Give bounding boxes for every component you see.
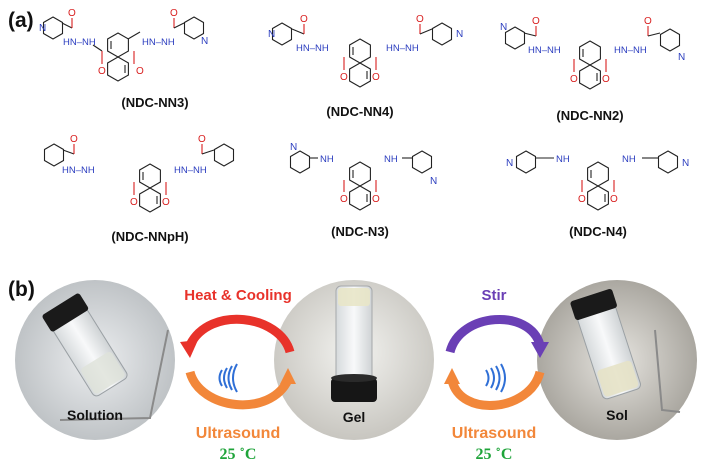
ultrasound-arrow-right — [447, 370, 545, 410]
atom-n: N — [500, 22, 507, 33]
atom-o: O — [602, 74, 610, 85]
structure-ndc-nn2: N O HN–NH O O HN–NH O N — [500, 16, 685, 90]
photo-sol: Sol — [537, 280, 697, 440]
atom-o: O — [198, 134, 206, 145]
atom-hydrazide: HN–NH — [63, 37, 96, 48]
atom-hydrazide: HN–NH — [386, 43, 419, 54]
atom-n: N — [268, 29, 275, 40]
photo-gel: Gel — [274, 280, 434, 440]
structure-ndc-n4: N NH O O NH N — [506, 150, 689, 211]
atom-n: N — [682, 158, 689, 169]
atom-n: N — [456, 29, 463, 40]
atom-o: O — [644, 16, 652, 27]
atom-amide-nh: NH — [622, 154, 636, 165]
atom-hydrazide: HN–NH — [614, 45, 647, 56]
compound-name-ndc-n4: (NDC-N4) — [569, 224, 627, 239]
condition-heat-cooling: Heat & Cooling — [184, 287, 292, 304]
compound-name-ndc-nn3: (NDC-NN3) — [121, 95, 188, 110]
atom-hydrazide: HN–NH — [62, 165, 95, 176]
photo-solution: Solution — [15, 280, 175, 440]
atom-hydrazide: HN–NH — [142, 37, 175, 48]
sound-wave-icon-left — [218, 363, 238, 393]
heat-arrow — [185, 314, 295, 354]
label-sol: Sol — [606, 407, 628, 423]
temperature-right: 25 ˚C — [476, 446, 513, 463]
atom-o: O — [532, 16, 540, 27]
atom-o: O — [372, 194, 380, 205]
atom-o: O — [372, 72, 380, 83]
atom-o: O — [340, 72, 348, 83]
atom-o: O — [340, 194, 348, 205]
atom-o: O — [610, 194, 618, 205]
compound-name-ndc-nn4: (NDC-NN4) — [326, 104, 393, 119]
ultrasound-arrow-left — [185, 370, 293, 410]
atom-amide-nh: NH — [320, 154, 334, 165]
atom-n: N — [39, 23, 46, 34]
label-solution: Solution — [67, 407, 123, 423]
atom-amide-nh: NH — [556, 154, 570, 165]
compound-name-ndc-nn2: (NDC-NN2) — [556, 108, 623, 123]
compound-name-ndc-nnph: (NDC-NNpH) — [111, 229, 188, 244]
atom-o: O — [162, 197, 170, 208]
ultrasound-arrow-right-head — [444, 368, 460, 384]
atom-o: O — [570, 74, 578, 85]
atom-n: N — [678, 52, 685, 63]
structure-ndc-n3: N NH O O NH N — [289, 142, 437, 211]
atom-n: N — [290, 142, 297, 153]
atom-o: O — [578, 194, 586, 205]
condition-ultrasound-left: Ultrasound — [196, 425, 280, 442]
atom-hydrazide: HN–NH — [174, 165, 207, 176]
atom-hydrazide: HN–NH — [528, 45, 561, 56]
sound-wave-icon-right — [485, 363, 506, 393]
condition-stir: Stir — [481, 287, 506, 304]
heat-arrow-head — [180, 340, 198, 358]
structure-ndc-nnph: O HN–NH O O HN–NH O — [43, 134, 235, 213]
compound-name-ndc-n3: (NDC-N3) — [331, 224, 389, 239]
ultrasound-arrow-left-head — [280, 368, 296, 384]
atom-o: O — [136, 66, 144, 77]
atom-o: O — [416, 14, 424, 25]
atom-o: O — [300, 14, 308, 25]
atom-n: N — [430, 176, 437, 187]
structure-ndc-nn3: N O HN–NH O O HN–NH O N — [39, 8, 208, 82]
panel-a-label: (a) — [8, 9, 34, 32]
atom-hydrazide: HN–NH — [296, 43, 329, 54]
label-gel: Gel — [343, 409, 366, 425]
atom-amide-nh: NH — [384, 154, 398, 165]
atom-o: O — [130, 197, 138, 208]
structure-ndc-nn4: N O HN–NH O O HN–NH O N — [268, 14, 463, 88]
temperature-left: 25 ˚C — [220, 446, 257, 463]
stir-arrow — [445, 314, 545, 354]
stir-arrow-head — [531, 342, 549, 358]
atom-o: O — [98, 66, 106, 77]
atom-o: O — [170, 8, 178, 19]
atom-o: O — [70, 134, 78, 145]
atom-o: O — [68, 8, 76, 19]
panel-b-label: (b) — [8, 278, 35, 301]
atom-n: N — [201, 36, 208, 47]
atom-n: N — [506, 158, 513, 169]
condition-ultrasound-right: Ultrasound — [452, 425, 536, 442]
